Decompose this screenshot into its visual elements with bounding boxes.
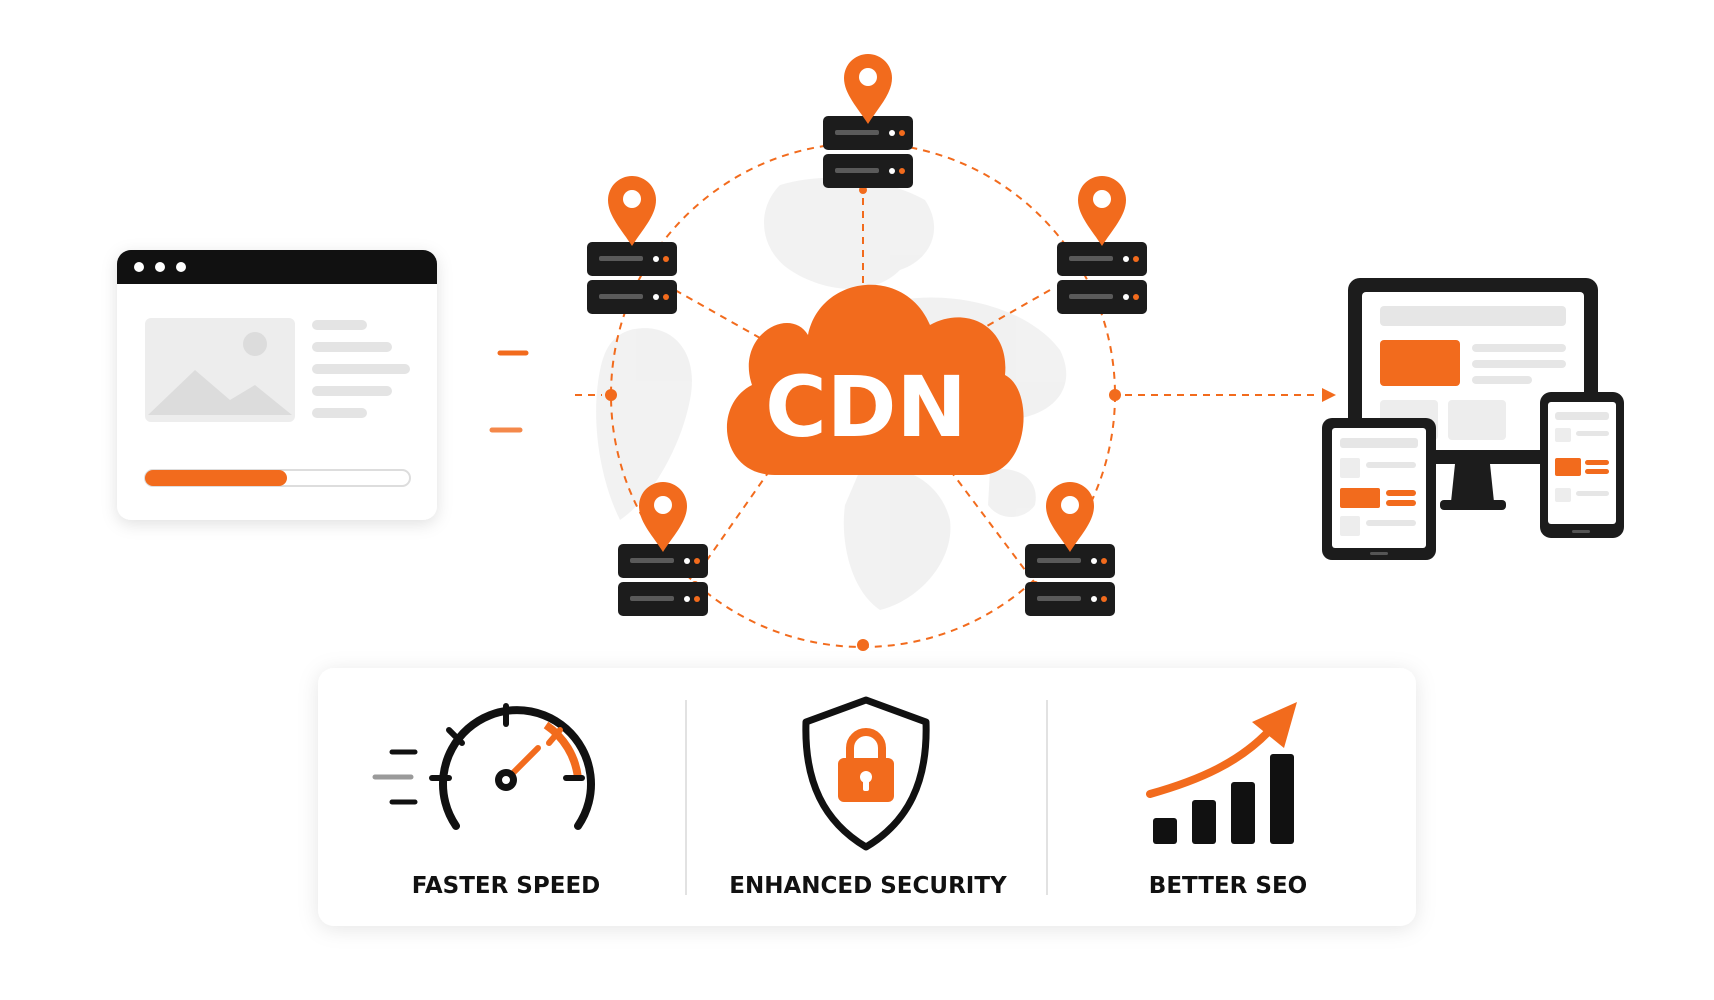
- location-pin-icon: [608, 176, 656, 246]
- benefit-label-seo: BETTER SEO: [1149, 873, 1307, 899]
- tablet-icon: [1322, 418, 1436, 560]
- edge-server-upper-right: [1057, 176, 1147, 314]
- speed-lines: [437, 350, 543, 433]
- growth-chart-icon: [1146, 702, 1297, 844]
- cdn-cloud: CDN: [726, 284, 1024, 475]
- location-pin-icon: [1046, 482, 1094, 552]
- arrow-head: [1322, 388, 1336, 402]
- edge-server-upper-left: [587, 176, 677, 314]
- cdn-label: CDN: [765, 358, 967, 456]
- image-placeholder-icon: [145, 318, 295, 422]
- monitor-icon: [1348, 278, 1598, 510]
- shield-lock-icon: [802, 696, 930, 851]
- phone-icon: [1540, 392, 1624, 538]
- benefit-label-security: ENHANCED SECURITY: [729, 873, 1007, 899]
- origin-website-window: [117, 250, 437, 520]
- end-user-devices: [1322, 278, 1624, 560]
- speedometer-icon: [372, 703, 595, 830]
- benefits-panel: FASTER SPEED ENHANCED SECURITY BETTER SE…: [318, 668, 1416, 926]
- edge-server-lower-right: [1025, 482, 1115, 616]
- edge-server-top: [823, 54, 913, 188]
- location-pin-icon: [1078, 176, 1126, 246]
- loading-progress-bar: [144, 469, 411, 487]
- location-pin-icon: [639, 482, 687, 552]
- benefit-label-speed: FASTER SPEED: [412, 873, 601, 899]
- location-pin-icon: [844, 54, 892, 124]
